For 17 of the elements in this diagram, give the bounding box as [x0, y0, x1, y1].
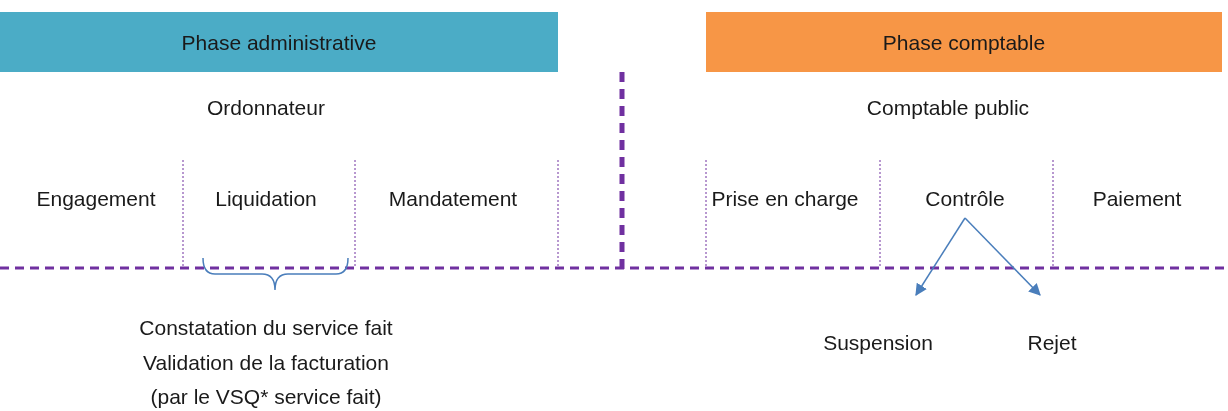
- label-text: Ordonnateur: [206, 95, 326, 121]
- label-text: Validation de la facturation: [142, 350, 390, 376]
- arrow: [915, 217, 966, 296]
- phase-banner: Phase administrative: [0, 12, 558, 72]
- label-text: Constatation du service fait: [138, 315, 394, 341]
- label-text: Engagement: [35, 186, 157, 212]
- stage-text: Rejet: [1016, 324, 1088, 361]
- arrow: [964, 217, 1041, 296]
- label-text: Paiement: [1091, 186, 1183, 212]
- label-text: Liquidation: [214, 186, 318, 212]
- stage-text: Suspension: [808, 324, 948, 361]
- label-text: Comptable public: [865, 95, 1031, 121]
- label-text: (par le VSQ* service fait): [149, 384, 383, 410]
- label-text: Prise en charge: [710, 186, 860, 212]
- stage-text: Contrôle: [910, 180, 1020, 217]
- phase-banner: Phase comptable: [706, 12, 1222, 72]
- label-text: Mandatement: [387, 186, 519, 212]
